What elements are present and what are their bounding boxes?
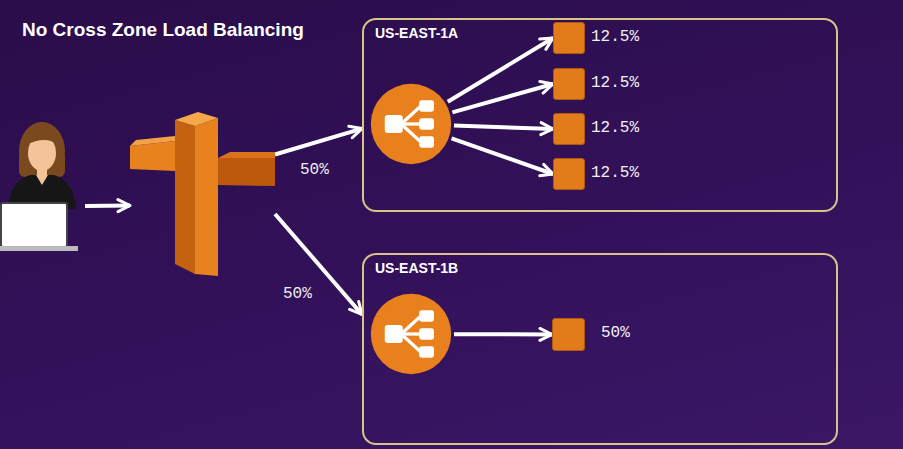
elb-glyph	[419, 310, 434, 321]
traffic-share: 50%	[300, 161, 329, 179]
user-icon	[0, 115, 85, 255]
instance-box: 12.5%	[553, 158, 585, 190]
edge-label-holder: 50%	[283, 284, 312, 303]
elb-glyph	[385, 325, 403, 343]
flow-arrow	[275, 214, 362, 314]
pillar-top	[175, 112, 218, 126]
instance-box: 12.5%	[553, 113, 585, 145]
laptop-base	[0, 246, 78, 251]
arm-top	[130, 136, 175, 146]
zone-name: US-EAST-1A	[364, 20, 458, 41]
zone-name: US-EAST-1B	[364, 255, 458, 276]
elb-glyph	[401, 316, 421, 334]
share-percent: 12.5%	[591, 23, 639, 52]
elb-glyph	[401, 334, 421, 352]
instance-box: 12.5%	[553, 22, 585, 54]
load-balancer-icon	[370, 83, 452, 165]
flow-arrow	[454, 126, 553, 129]
elb-glyph	[419, 100, 434, 111]
neckline	[36, 175, 48, 185]
elb-disc	[371, 294, 451, 374]
hair	[19, 122, 65, 180]
traffic-share: 50%	[283, 285, 312, 303]
share-percent: 50%	[601, 319, 630, 348]
arm-top	[218, 152, 275, 158]
arm	[130, 141, 175, 171]
instance-box: 50%	[552, 318, 585, 351]
flow-arrow	[448, 38, 553, 102]
diagram-title: No Cross Zone Load Balancing	[22, 19, 304, 41]
elb-glyph	[401, 124, 421, 142]
elb-glyph	[401, 106, 421, 124]
elb-glyph	[419, 346, 434, 357]
title-holder: No Cross Zone Load Balancing	[22, 19, 304, 41]
pillar-side	[175, 120, 195, 274]
arm	[218, 158, 275, 186]
elb-glyph	[419, 328, 434, 339]
load-balancer-icon	[370, 293, 452, 375]
share-percent: 12.5%	[591, 114, 639, 143]
dns-router-icon-art	[130, 112, 275, 282]
instance-box: 12.5%	[553, 68, 585, 100]
flow-arrow	[452, 138, 553, 174]
elb-glyph	[385, 115, 403, 133]
load-balancer-icon-art	[370, 293, 452, 375]
load-balancer-icon-art	[370, 83, 452, 165]
elb-glyph	[419, 118, 434, 129]
laptop-screen	[1, 203, 67, 247]
flow-arrow	[454, 332, 552, 336]
flow-arrow	[85, 204, 130, 209]
dns-router-icon	[130, 112, 275, 282]
flow-arrow	[275, 129, 362, 155]
availability-zone: US-EAST-1A12.5%12.5%12.5%12.5%	[362, 18, 838, 212]
availability-zone: US-EAST-1B 50%	[362, 253, 838, 445]
flow-arrow	[452, 84, 553, 112]
edge-label-holder: 50%	[300, 160, 329, 179]
hair	[26, 127, 58, 145]
share-percent: 12.5%	[591, 159, 639, 188]
elb-glyph	[419, 136, 434, 147]
pillar-front	[195, 118, 218, 276]
elb-disc	[371, 84, 451, 164]
user-icon-art	[0, 115, 85, 255]
share-percent: 12.5%	[591, 69, 639, 98]
